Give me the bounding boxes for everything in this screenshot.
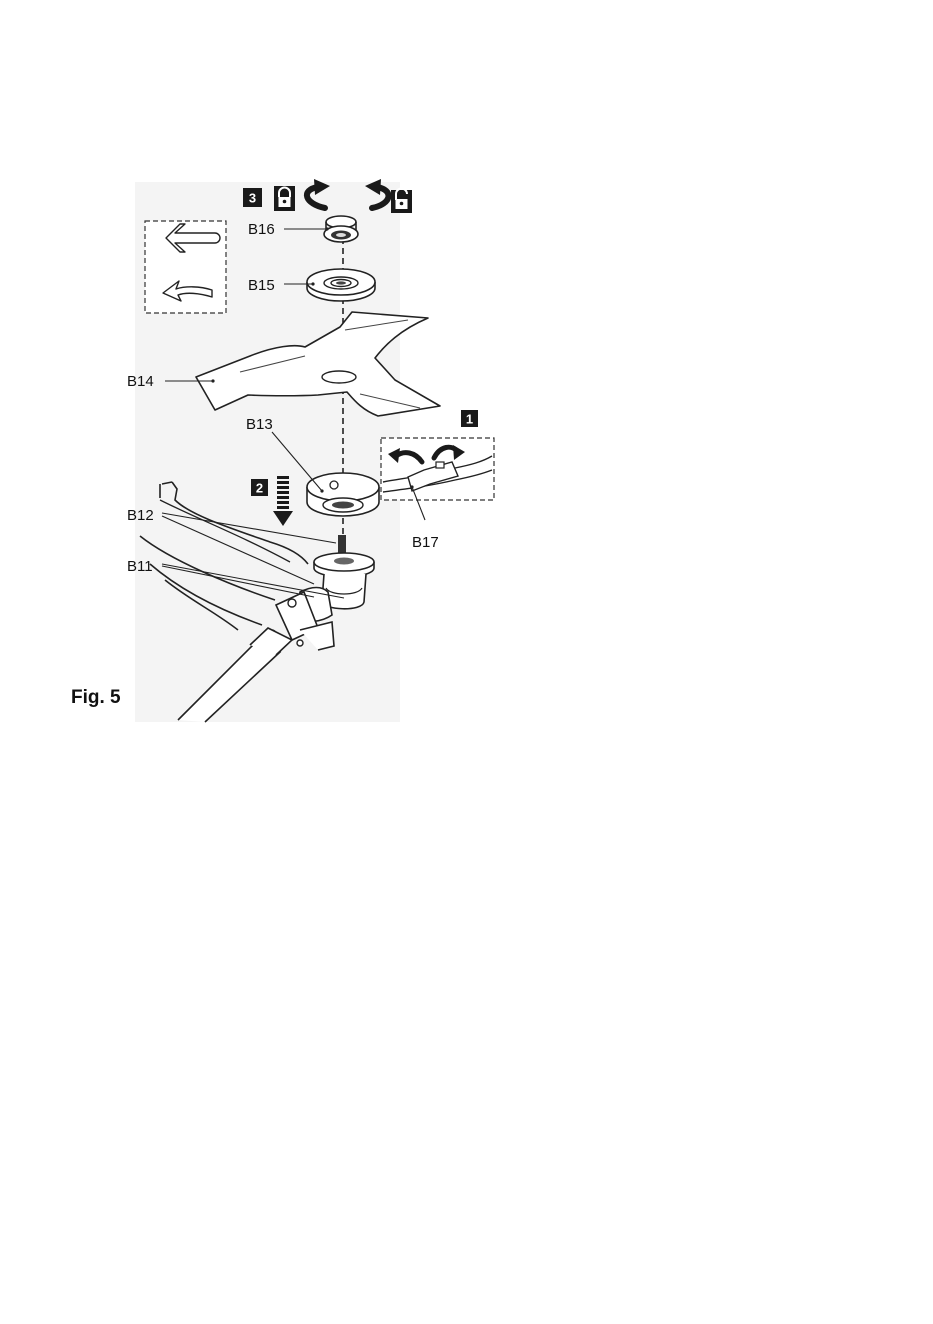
step-2-number: 2	[256, 481, 263, 496]
label-b11: B11	[127, 558, 153, 575]
label-b13: B13	[246, 416, 273, 433]
figure-caption: Fig. 5	[71, 687, 121, 708]
padlock-closed-icon	[274, 186, 295, 211]
spindle-b12	[338, 535, 346, 555]
step-3-number: 3	[249, 191, 256, 206]
label-b17: B17	[412, 534, 439, 551]
label-b12: B12	[127, 507, 154, 524]
nut-b16	[324, 216, 358, 242]
direction-inset	[145, 221, 226, 313]
step-1-number: 1	[466, 412, 473, 427]
washer-b15	[307, 269, 375, 301]
flange-b13	[307, 473, 379, 516]
padlock-open-icon	[391, 189, 412, 214]
label-b16: B16	[248, 221, 275, 238]
label-b15: B15	[248, 277, 275, 294]
label-b14: B14	[127, 373, 154, 390]
